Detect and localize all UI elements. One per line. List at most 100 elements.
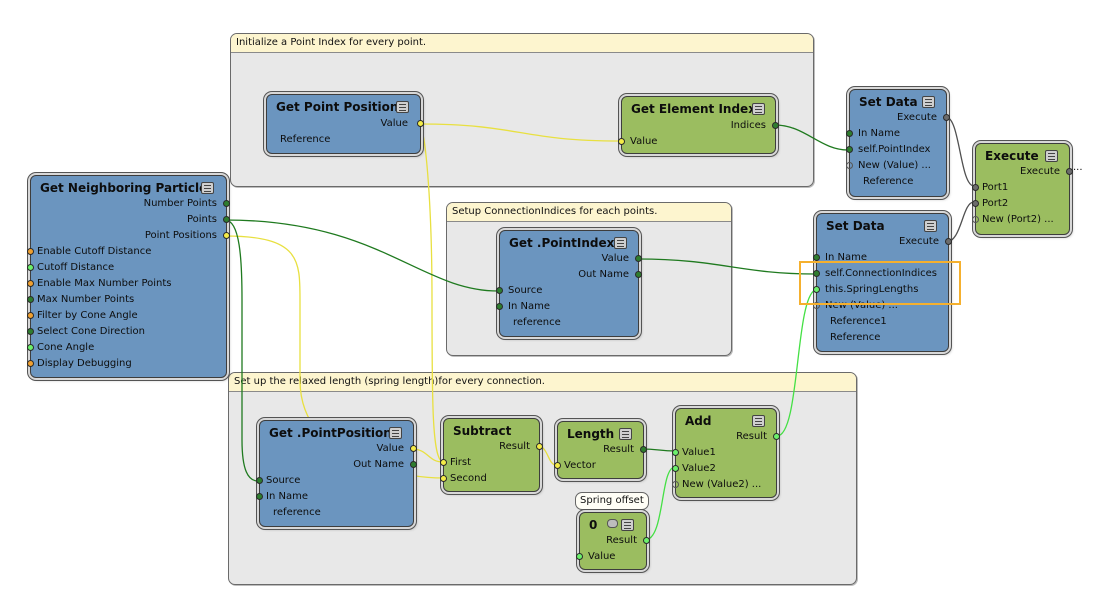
- node-set-data-connection-indices[interactable]: Set Data Execute In Name self.Connection…: [813, 213, 952, 352]
- menu-icon[interactable]: [621, 519, 634, 531]
- menu-icon[interactable]: [389, 427, 402, 439]
- node-set-data-point-index[interactable]: Set Data Execute In Name self.PointIndex…: [846, 89, 950, 197]
- port-this-spring-lengths: this.SpringLengths: [825, 284, 919, 295]
- node-length[interactable]: Length Result Vector: [554, 421, 647, 479]
- port-new-value2-dot[interactable]: [672, 481, 679, 488]
- port-in-name-dot[interactable]: [256, 493, 263, 500]
- node-execute[interactable]: Execute Execute ··· Port1 Port2 New (Por…: [972, 143, 1083, 235]
- menu-icon[interactable]: [1045, 150, 1058, 162]
- port-second-dot[interactable]: [440, 475, 447, 482]
- port-port1-dot[interactable]: [972, 184, 979, 191]
- port-display-debugging-dot[interactable]: [27, 360, 34, 367]
- port-cutoff-distance-dot[interactable]: [27, 264, 34, 271]
- port-enable-max-number-points-dot[interactable]: [27, 280, 34, 287]
- port-source-dot[interactable]: [496, 287, 503, 294]
- port-execute-dot[interactable]: [945, 238, 952, 245]
- port-value: Value: [380, 118, 408, 129]
- port-cone-angle-dot[interactable]: [27, 344, 34, 351]
- port-max-number-points-dot[interactable]: [27, 296, 34, 303]
- port-out-name: Out Name: [578, 269, 629, 280]
- wire-execute2-to-port2: [945, 201, 975, 243]
- comment-icon[interactable]: [607, 519, 618, 528]
- menu-icon[interactable]: [201, 182, 214, 194]
- port-max-number-points: Max Number Points: [37, 294, 135, 305]
- port-indices: Indices: [730, 120, 766, 131]
- port-new-value-dot[interactable]: [813, 302, 820, 309]
- menu-icon[interactable]: [396, 101, 409, 113]
- node-title: Get Neighboring Particles: [40, 181, 215, 195]
- port-result-dot[interactable]: [643, 537, 650, 544]
- port-result-dot[interactable]: [773, 433, 780, 440]
- port-value-dot[interactable]: [635, 255, 642, 262]
- node-get-element-index[interactable]: Get Element Index Indices Value: [618, 96, 779, 154]
- node-get-point-position[interactable]: Get Point Position Value Reference: [266, 94, 424, 154]
- port-in-name: In Name: [508, 301, 550, 312]
- port-first-dot[interactable]: [440, 459, 447, 466]
- port-in-name-dot[interactable]: [496, 303, 503, 310]
- port-value2-dot[interactable]: [672, 465, 679, 472]
- port-port1: Port1: [982, 182, 1009, 193]
- port-out-name-dot[interactable]: [635, 271, 642, 278]
- node-get-point-position-2[interactable]: Get .PointPosition Value Out Name Source…: [256, 420, 417, 527]
- menu-icon[interactable]: [752, 103, 765, 115]
- port-number-points-dot[interactable]: [223, 200, 230, 207]
- menu-icon[interactable]: [924, 220, 937, 232]
- port-port2-dot[interactable]: [972, 200, 979, 207]
- node-scalar[interactable]: 0 Result Value: [576, 512, 650, 570]
- port-vector-dot[interactable]: [554, 462, 561, 469]
- port-value-dot[interactable]: [618, 138, 625, 145]
- port-result-dot[interactable]: [536, 443, 543, 450]
- port-out-name-dot[interactable]: [410, 461, 417, 468]
- node-title: 0: [589, 518, 598, 532]
- node-title: Execute: [985, 149, 1039, 163]
- port-result-dot[interactable]: [640, 446, 647, 453]
- port-result: Result: [603, 444, 634, 455]
- port-value: Value: [601, 253, 629, 264]
- node-get-point-index[interactable]: Get .PointIndex Value Out Name Source In…: [496, 230, 642, 337]
- port-out-name: Out Name: [353, 459, 404, 470]
- port-value1-dot[interactable]: [672, 449, 679, 456]
- port-self-point-index: self.PointIndex: [858, 144, 931, 155]
- menu-icon[interactable]: [922, 96, 935, 108]
- menu-icon[interactable]: [614, 237, 627, 249]
- node-add[interactable]: Add Result Value1 Value2 New (Value2) ..…: [672, 408, 780, 498]
- port-point-positions: Point Positions: [144, 230, 217, 241]
- port-point-positions-dot[interactable]: [223, 232, 230, 239]
- port-source: Source: [266, 475, 301, 486]
- port-port2: Port2: [982, 198, 1009, 209]
- port-points-dot[interactable]: [223, 216, 230, 223]
- port-reference: Reference: [863, 176, 914, 187]
- port-select-cone-direction-dot[interactable]: [27, 328, 34, 335]
- port-self-connection-indices: self.ConnectionIndices: [825, 268, 937, 279]
- port-self-point-index-dot[interactable]: [846, 146, 853, 153]
- port-value-dot[interactable]: [410, 445, 417, 452]
- node-title: Set Data: [826, 219, 885, 233]
- node-subtract[interactable]: Subtract Result First Second: [440, 418, 543, 492]
- port-indices-dot[interactable]: [772, 122, 779, 129]
- port-self-connection-indices-dot[interactable]: [813, 270, 820, 277]
- port-value-dot[interactable]: [576, 553, 583, 560]
- wire-pointindex-value-to-connection-indices: [637, 258, 816, 275]
- port-filter-by-cone-angle-dot[interactable]: [27, 312, 34, 319]
- port-source-dot[interactable]: [256, 477, 263, 484]
- port-new-value-dot[interactable]: [846, 162, 853, 169]
- port-reference: reference: [513, 317, 561, 328]
- wire-value-to-element-index: [418, 123, 621, 142]
- port-in-name-dot[interactable]: [813, 254, 820, 261]
- port-execute-dot[interactable]: [943, 114, 950, 121]
- port-in-name: In Name: [266, 491, 308, 502]
- port-value-dot[interactable]: [417, 120, 424, 127]
- port-new-port2-dot[interactable]: [972, 216, 979, 223]
- port-in-name-dot[interactable]: [846, 130, 853, 137]
- menu-icon[interactable]: [619, 428, 632, 440]
- port-execute-dot[interactable]: [1066, 168, 1073, 175]
- node-get-neighboring-particles[interactable]: Get Neighboring Particles Number Points …: [27, 175, 230, 378]
- port-this-spring-lengths-dot[interactable]: [813, 286, 820, 293]
- node-title: Subtract: [453, 424, 512, 438]
- port-enable-cutoff-distance-dot[interactable]: [27, 248, 34, 255]
- spring-offset-bubble: Spring offset: [575, 492, 649, 510]
- wire-scalar-to-add: [644, 466, 676, 541]
- port-value2: Value2: [682, 463, 716, 474]
- port-result: Result: [606, 535, 637, 546]
- menu-icon[interactable]: [752, 415, 765, 427]
